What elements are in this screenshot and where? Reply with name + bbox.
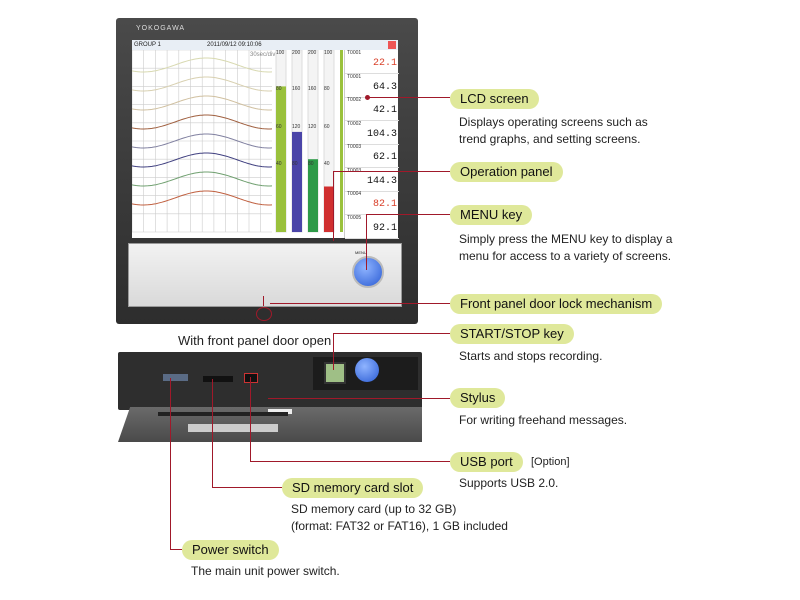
bar-scale-label: 120 (308, 124, 317, 130)
bar-scale-label: 120 (292, 124, 301, 130)
recorder-door-open (118, 352, 422, 442)
channel-tag: T0005 (347, 214, 362, 221)
usb-option-note: [Option] (531, 456, 570, 468)
bar-scale-label: 160 (292, 86, 301, 92)
timescale: 30sec/div (250, 52, 276, 58)
bar-scale-label: 80 (292, 161, 298, 167)
blue-key[interactable] (355, 358, 379, 382)
channel-row[interactable]: T0002 42.1 (345, 97, 399, 121)
callout-door-lock: Front panel door lock mechanism (450, 294, 663, 314)
trend-line (132, 114, 273, 130)
group-name: GROUP 1 (134, 42, 161, 48)
channel-value: 104.3 (366, 128, 397, 140)
channel-value: 144.3 (366, 175, 397, 187)
channel-tag: T0004 (347, 191, 362, 197)
channel-value: 92.1 (372, 222, 397, 234)
trend-line (132, 152, 273, 168)
callout-power-switch: Power switch (182, 540, 279, 560)
stylus-desc: For writing freehand messages. (459, 413, 628, 427)
menu-label: MENU (355, 250, 367, 255)
callout-usb-port: USB port (450, 452, 523, 472)
channel-value: 42.1 (372, 105, 397, 116)
startstop-desc: Starts and stops recording. (459, 349, 603, 363)
bar-scale-label: 200 (292, 50, 301, 56)
bar-scale-label: 200 (308, 50, 317, 56)
channel-row[interactable]: T0003 62.1 (345, 144, 399, 168)
channel-row[interactable]: T0005 92.1 (345, 215, 399, 239)
lcd-desc-1: Displays operating screens such as (459, 115, 648, 129)
usb-desc: Supports USB 2.0. (459, 476, 559, 490)
menu-desc-1: Simply press the MENU key to display a (459, 232, 673, 246)
callout-stylus: Stylus (450, 388, 506, 408)
channel-tag: T0003 (347, 144, 362, 150)
channel-row[interactable]: T0001 64.3 (345, 74, 399, 98)
alarm-icon[interactable] (388, 41, 396, 49)
sd-desc-2: (format: FAT32 or FAT16), 1 GB included (291, 519, 508, 533)
caption-door-open: With front panel door open (178, 333, 332, 348)
bar-scale-label: 100 (324, 50, 333, 56)
channel-row[interactable]: T0004 82.1 (345, 191, 399, 215)
channel-value: 62.1 (372, 152, 397, 163)
bar-scale-label: 40 (276, 161, 282, 167)
sd-desc-1: SD memory card (up to 32 GB) (291, 502, 457, 516)
channel-tag: T0002 (347, 97, 362, 103)
channel-value: 64.3 (372, 81, 397, 93)
trend-line (132, 76, 273, 92)
trend-line (132, 95, 273, 111)
channel-value: 82.1 (372, 199, 397, 210)
trend-line (132, 57, 273, 73)
channel-tag: T0001 (347, 73, 362, 80)
callout-menu-key: MENU key (450, 205, 533, 225)
trend-graph: 100 80 60 40 200 160 120 80 200 160 120 80 100 80 60 40 (132, 50, 343, 233)
power-switch[interactable] (163, 374, 188, 381)
bar-graph (308, 159, 318, 232)
callout-sd-slot: SD memory card slot (282, 478, 424, 498)
power-desc: The main unit power switch. (191, 564, 340, 578)
channel-row[interactable]: T0003 144.3 (345, 168, 399, 192)
trend-line (132, 133, 273, 149)
brand-logo: YOKOGAWA (136, 25, 186, 32)
channel-value: 22.1 (372, 58, 397, 69)
bar-scale-label: 80 (308, 161, 314, 167)
lcd-desc-2: trend graphs, and setting screens. (459, 132, 641, 146)
channel-tag: T0002 (347, 120, 362, 127)
bar-graph (292, 131, 302, 232)
channel-tag: T0003 (347, 168, 361, 174)
trend-line (132, 190, 273, 206)
start-stop-key[interactable] (324, 362, 346, 384)
channel-tag: T0001 (347, 50, 362, 56)
channel-color-strip (340, 50, 343, 232)
callout-start-stop: START/STOP key (450, 324, 574, 344)
bar-scale-label: 60 (276, 124, 282, 130)
bar-scale-label: 60 (324, 124, 330, 130)
bar-scale-label: 80 (276, 86, 282, 92)
menu-desc-2: menu for access to a variety of screens. (459, 249, 672, 263)
callout-operation-panel: Operation panel (450, 162, 563, 182)
lcd-screen[interactable]: GROUP 1 2011/09/12 09:10:06 100 80 60 40 200… (132, 40, 399, 239)
bar-graph (324, 186, 334, 232)
menu-key[interactable] (352, 256, 384, 288)
callout-lcd-screen: LCD screen (450, 89, 539, 109)
channel-row[interactable]: T0002 104.3 (345, 121, 399, 145)
usb-port[interactable] (244, 373, 258, 383)
door-lock[interactable] (256, 307, 272, 321)
sd-card-slot[interactable] (203, 376, 233, 382)
stylus[interactable] (268, 409, 292, 414)
trend-line (132, 171, 273, 187)
bar-scale-label: 80 (324, 86, 330, 92)
datetime: 2011/09/12 09:10:06 (207, 42, 262, 48)
bar-graph (276, 86, 286, 233)
bar-scale-label: 160 (308, 86, 317, 92)
channel-row[interactable]: T0001 22.1 (345, 50, 399, 74)
bar-scale-label: 40 (324, 161, 330, 167)
screen-header: GROUP 1 2011/09/12 09:10:06 (132, 40, 398, 50)
bar-scale-label: 100 (276, 50, 285, 56)
